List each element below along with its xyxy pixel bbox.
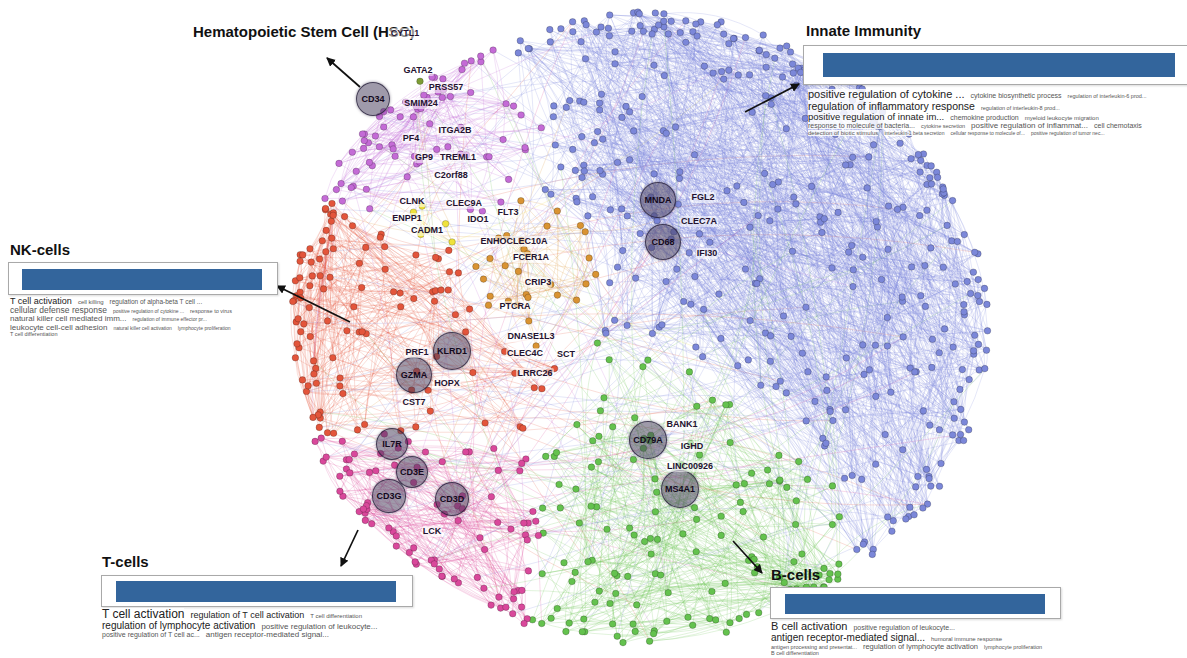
figure-stage: Innate ImmunityCD34MNDACD68NK-cellsKLRD1… xyxy=(0,0,1187,658)
